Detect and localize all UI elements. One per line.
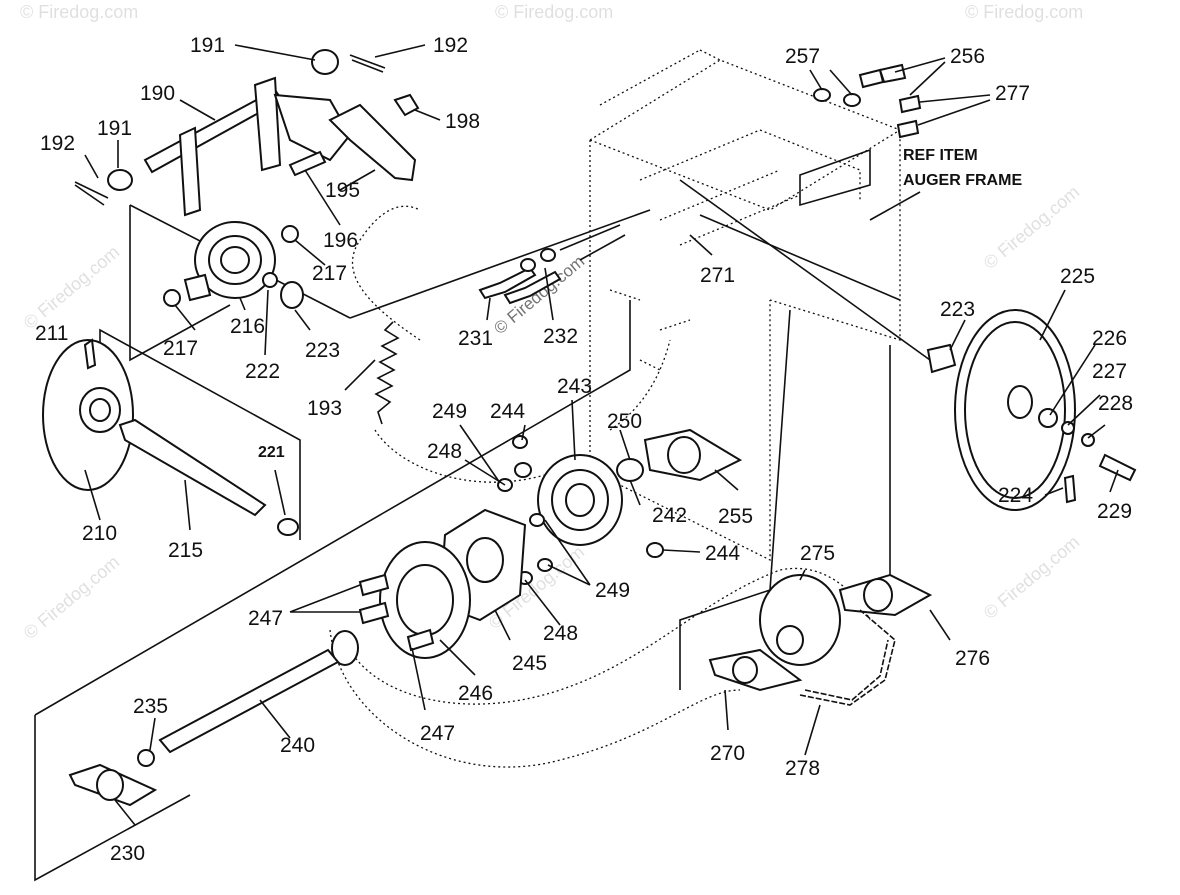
part-labels: 191 192 190 192 191 198 195 196 217 217 … [35, 34, 1133, 865]
upper-pulley-assembly [163, 221, 304, 309]
watermark: © Firedog.com [980, 532, 1083, 623]
ref-item-line-1: REF ITEM [903, 147, 978, 164]
part-label: 270 [710, 742, 745, 765]
leader-lines [84, 44, 1119, 826]
part-label: 221 [258, 444, 285, 461]
part-label: 242 [652, 504, 687, 527]
part-label: 222 [245, 360, 280, 383]
part-label: 249 [595, 579, 630, 602]
sprocket-chain-assembly [708, 573, 933, 706]
part-label: 229 [1097, 500, 1132, 523]
part-label: 277 [995, 82, 1030, 105]
part-label: 223 [940, 298, 975, 321]
part-label: 255 [718, 505, 753, 528]
part-label: 223 [305, 339, 340, 362]
part-label: 231 [458, 327, 493, 350]
part-label: 193 [307, 397, 342, 420]
part-label: 276 [955, 647, 990, 670]
part-label: 278 [785, 757, 820, 780]
part-label: 232 [543, 325, 578, 348]
ref-item-line-2: AUGER FRAME [903, 172, 1022, 189]
part-label: 230 [110, 842, 145, 865]
spring [374, 321, 400, 425]
watermark: © Firedog.com [20, 2, 138, 22]
part-label: 224 [998, 484, 1033, 507]
watermark: © Firedog.com [20, 552, 123, 643]
part-label: 192 [40, 132, 75, 155]
part-label: 249 [432, 400, 467, 423]
part-label: 246 [458, 682, 493, 705]
part-label: 217 [312, 262, 347, 285]
part-label: 275 [800, 542, 835, 565]
control-lever-assembly [74, 49, 420, 217]
part-label: 244 [490, 400, 525, 423]
part-label: 216 [230, 315, 265, 338]
part-label: 211 [35, 322, 68, 345]
part-label: 198 [445, 110, 480, 133]
part-label: 226 [1092, 327, 1127, 350]
left-pulley-shaft [42, 338, 299, 536]
part-label: 228 [1098, 392, 1133, 415]
watermark: © Firedog.com [965, 2, 1083, 22]
watermark: © Firedog.com [980, 182, 1083, 273]
part-label: 247 [248, 607, 283, 630]
part-label: 190 [140, 82, 175, 105]
part-label: 227 [1092, 360, 1127, 383]
part-label: 247 [420, 722, 455, 745]
part-label: 217 [163, 337, 198, 360]
part-label: 248 [543, 622, 578, 645]
part-label: 191 [97, 117, 132, 140]
part-label: 271 [700, 264, 735, 287]
part-label: 240 [280, 734, 315, 757]
part-label: 245 [512, 652, 547, 675]
part-label: 257 [785, 45, 820, 68]
part-label: 256 [950, 45, 985, 68]
part-label: 192 [433, 34, 468, 57]
part-label: 250 [607, 410, 642, 433]
watermark: © Firedog.com [495, 2, 613, 22]
part-label: 195 [325, 179, 360, 202]
right-pulley-assembly [926, 309, 1137, 511]
drive-pulley-assembly [358, 508, 527, 659]
belt-paths [329, 205, 871, 768]
part-label: 235 [133, 695, 168, 718]
part-label: 215 [168, 539, 203, 562]
watermark: © Firedog.com [20, 242, 123, 333]
center-bearing-assembly [497, 428, 743, 585]
part-label: 191 [190, 34, 225, 57]
ref-item-note: REF ITEM AUGER FRAME [869, 147, 1022, 221]
part-label: 244 [705, 542, 740, 565]
upper-right-hardware [813, 63, 922, 139]
part-label: 196 [323, 229, 358, 252]
part-label: 210 [82, 522, 117, 545]
part-label: 225 [1060, 265, 1095, 288]
part-label: 243 [557, 375, 592, 398]
part-label: 248 [427, 440, 462, 463]
lower-shaft-assembly [68, 630, 359, 807]
